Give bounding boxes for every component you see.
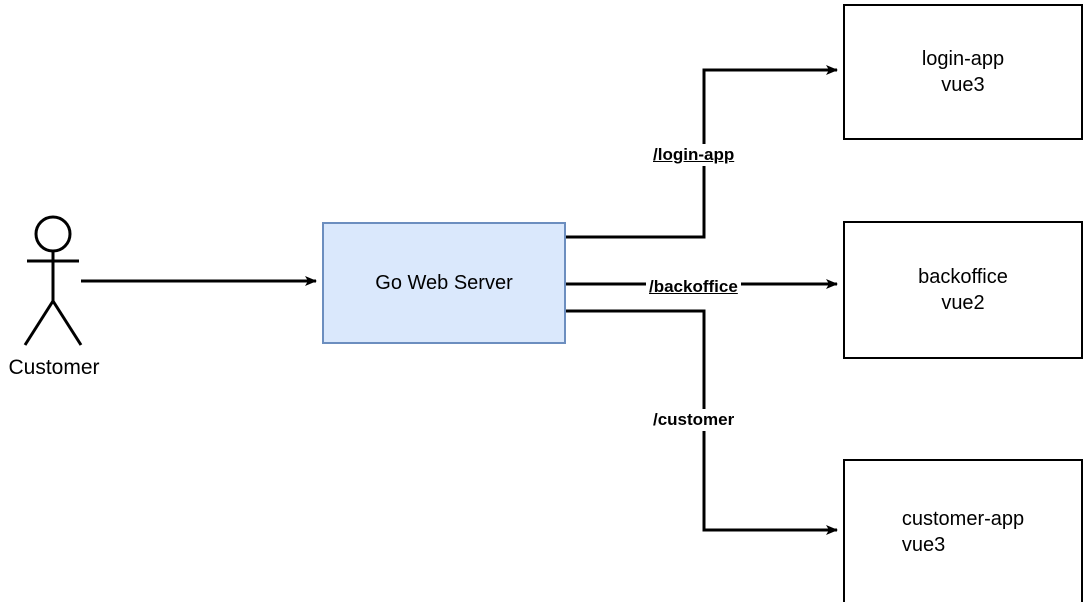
node-backoffice[interactable]: backoffice vue2	[843, 221, 1083, 359]
edge-label-login-app: /login-app	[650, 144, 738, 166]
node-login-app-label: login-app vue3	[921, 48, 1005, 96]
edge-label-customer: /customer	[650, 409, 738, 431]
node-backoffice-label: backoffice vue2	[918, 266, 1008, 314]
actor-label-customer: Customer	[8, 356, 100, 379]
edge-label-backoffice: /backoffice	[646, 276, 741, 298]
customer-actor-figure	[23, 215, 83, 346]
node-customer-app-label: customer-app vue3	[901, 507, 1025, 556]
node-go-web-server-label: Go Web Server	[375, 272, 513, 294]
node-customer-app[interactable]: customer-app vue3	[843, 459, 1083, 602]
node-login-app[interactable]: login-app vue3	[843, 4, 1083, 140]
node-go-web-server[interactable]: Go Web Server	[322, 222, 566, 344]
